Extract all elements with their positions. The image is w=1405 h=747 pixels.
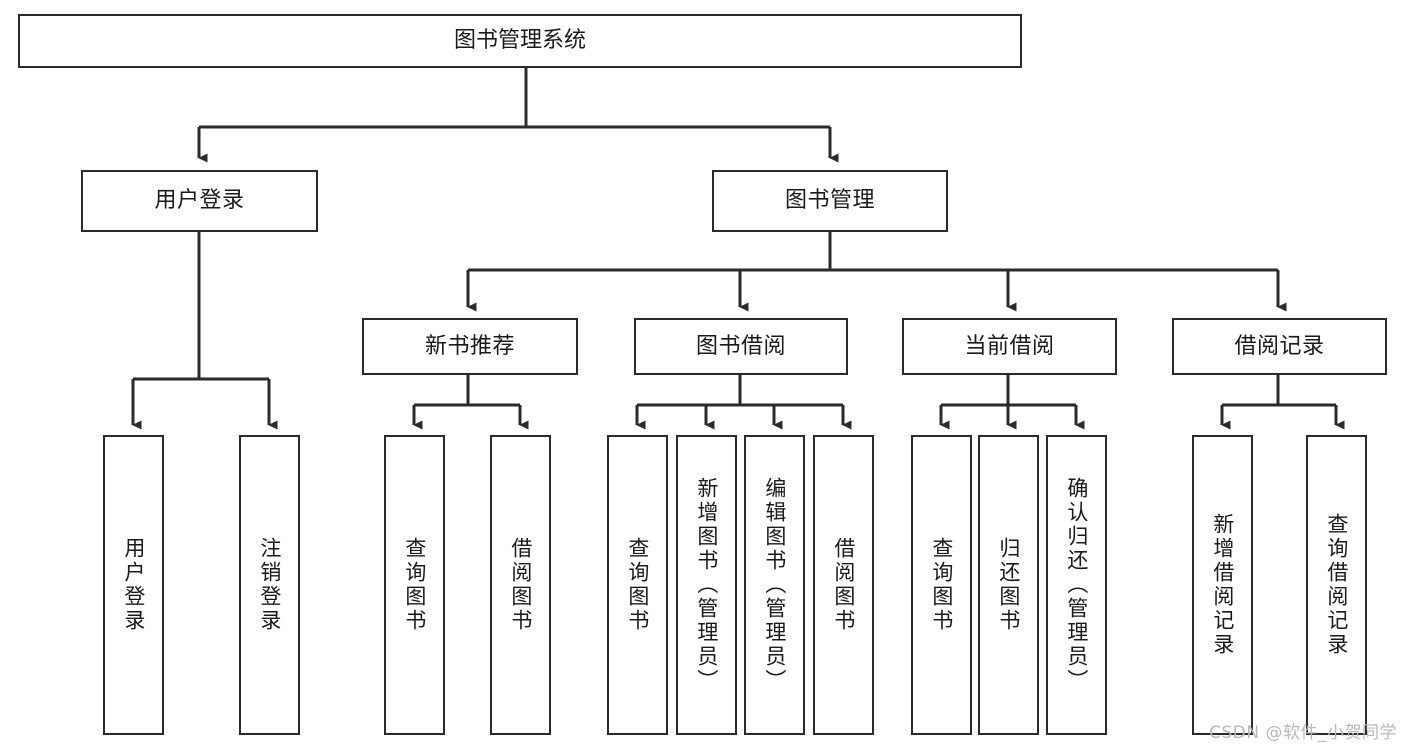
leaf-label: 借阅图书	[831, 537, 856, 633]
leaf-borrow-query-book[interactable]: 查询图书	[607, 435, 668, 735]
leaf-label: 借阅图书	[508, 537, 533, 633]
leaf-new-book-borrow[interactable]: 借阅图书	[490, 435, 551, 735]
node-book-manage-label: 图书管理	[784, 188, 875, 214]
leaf-label: 确认归还（管理员）	[1064, 477, 1089, 693]
node-book-borrow[interactable]: 图书借阅	[634, 318, 848, 375]
leaf-borrow-edit-book-admin[interactable]: 编辑图书（管理员）	[744, 435, 805, 735]
leaf-label: 查询图书	[929, 537, 954, 633]
node-borrow-record-label: 借阅记录	[1234, 333, 1325, 359]
leaf-label: 新增图书（管理员）	[694, 477, 719, 693]
node-new-book-recommend-label: 新书推荐	[424, 333, 515, 359]
leaf-label: 新增借阅记录	[1210, 513, 1235, 657]
node-book-borrow-label: 图书借阅	[695, 333, 786, 359]
node-book-manage[interactable]: 图书管理	[712, 170, 948, 232]
leaf-record-query-record[interactable]: 查询借阅记录	[1306, 435, 1367, 735]
leaf-record-add-record[interactable]: 新增借阅记录	[1192, 435, 1253, 735]
leaf-label: 查询图书	[402, 537, 427, 633]
leaf-label: 注销登录	[257, 537, 282, 633]
leaf-label: 归还图书	[996, 537, 1021, 633]
node-borrow-record[interactable]: 借阅记录	[1172, 318, 1387, 375]
leaf-user-login-login[interactable]: 用户登录	[103, 435, 164, 735]
node-current-borrow-label: 当前借阅	[964, 333, 1055, 359]
leaf-label: 查询图书	[625, 537, 650, 633]
leaf-borrow-borrow-book[interactable]: 借阅图书	[813, 435, 874, 735]
leaf-user-login-logout[interactable]: 注销登录	[239, 435, 300, 735]
node-new-book-recommend[interactable]: 新书推荐	[362, 318, 578, 375]
node-user-login-label: 用户登录	[154, 188, 245, 214]
leaf-new-book-query[interactable]: 查询图书	[384, 435, 445, 735]
leaf-current-return-book[interactable]: 归还图书	[978, 435, 1039, 735]
leaf-borrow-add-book-admin[interactable]: 新增图书（管理员）	[676, 435, 737, 735]
leaf-label: 编辑图书（管理员）	[762, 477, 787, 693]
leaf-label: 用户登录	[121, 537, 146, 633]
node-root-system[interactable]: 图书管理系统	[18, 14, 1022, 68]
node-root-label: 图书管理系统	[453, 28, 586, 54]
leaf-current-query-book[interactable]: 查询图书	[911, 435, 972, 735]
leaf-current-confirm-return-admin[interactable]: 确认归还（管理员）	[1046, 435, 1107, 735]
node-user-login[interactable]: 用户登录	[81, 170, 318, 232]
leaf-label: 查询借阅记录	[1324, 513, 1349, 657]
node-current-borrow[interactable]: 当前借阅	[902, 318, 1117, 375]
csdn-watermark: CSDN @软件_小贺同学	[1209, 723, 1397, 743]
